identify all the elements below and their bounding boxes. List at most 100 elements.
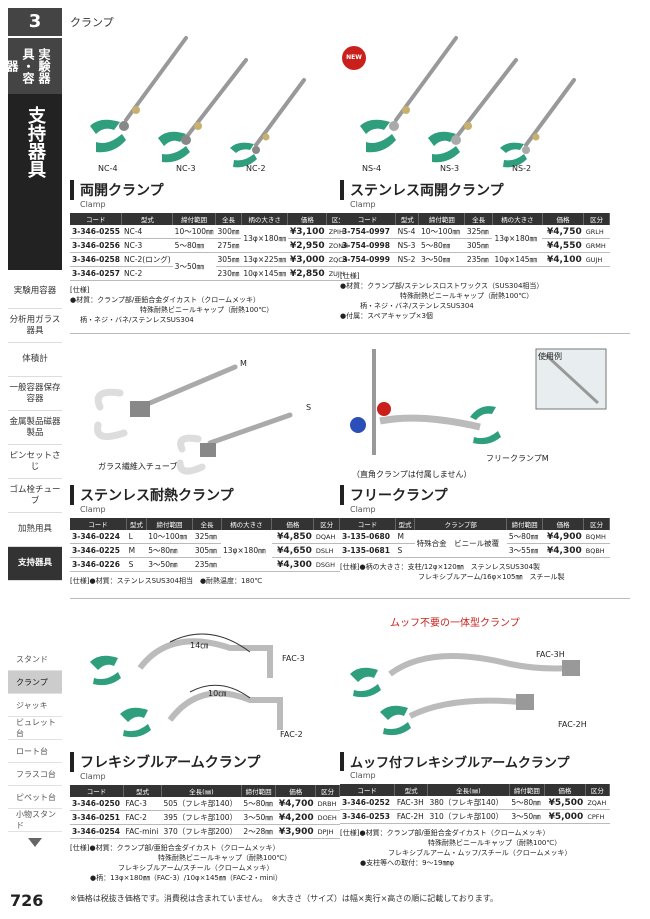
image-label-nc3: NC-3 [176, 164, 196, 173]
cell-model: NS-2 [395, 252, 419, 267]
cell-class: ZUJH [326, 266, 351, 281]
image-label-tube: ガラス繊維入チューブ [98, 462, 178, 471]
section-ryokai-clamp: NC-4 NC-3 NC-2 両開クランプ Clamp コード 型式 締付範囲 … [70, 30, 351, 325]
sidebar-item[interactable]: 加熱用具 [8, 513, 62, 547]
spec-line: フレキシブルアーム/16φ×105㎜ スチール製 [418, 573, 565, 581]
cell-length: 305㎜ [192, 543, 221, 558]
section-heat-clamp: M S ガラス繊維入チューブ ステンレス耐熱クランプ Clamp コード 型式 … [70, 345, 340, 586]
cell-length: 235㎜ [192, 557, 221, 572]
spec-line: [仕様]●柄の大きさ：支柱/12φ×120㎜ ステンレスSUS304製 [340, 563, 541, 571]
section-muff-flex-clamp: ムッフ不要の一体型クランプ FAC-3H FAC-2H ムッフ付フレキシブルアー… [340, 612, 611, 868]
subcategory-item[interactable]: ジャッキ [8, 694, 62, 717]
col-range: 締付範囲 [506, 518, 543, 530]
subcategory-item[interactable]: 小物スタンド [8, 809, 62, 832]
cell-class: DRBH [315, 797, 340, 811]
chevron-down-icon[interactable] [28, 838, 42, 847]
spec-line: [仕様] [70, 286, 90, 294]
sidebar-item[interactable]: 分析用ガラス器具 [8, 309, 62, 343]
col-model: 型式 [126, 518, 147, 530]
cell-price: ¥2,950 [289, 240, 325, 251]
cell-code: 3-346-0250 [70, 797, 124, 811]
section-title: ステンレス耐熱クランプ [80, 488, 234, 504]
section-heading: ステンレス両開クランプ [340, 180, 610, 200]
cell-price: ¥5,500 [548, 797, 584, 808]
image-label-fac3: FAC-3 [282, 654, 305, 663]
cell-class: BQMH [583, 530, 610, 544]
col-length: 全長 [464, 213, 493, 225]
cell-model: L [126, 530, 147, 544]
cell-range: 10～100㎜ [418, 225, 465, 239]
footnote: ※価格は税抜き価格です。消費税は含まれていません。 ※大きさ（サイズ）は幅×奥行… [70, 894, 499, 903]
col-code: コード [70, 213, 123, 225]
section-heading: 両開クランプ [70, 180, 351, 200]
product-image-fac: 14㎝ FAC-3 10㎝ FAC-2 [70, 612, 340, 750]
subcategory-item[interactable]: フラスコ台 [8, 763, 62, 786]
sidebar-item[interactable]: 支持器具 [8, 547, 62, 581]
section-subtitle: Clamp [80, 772, 106, 781]
cell-range: 10～100㎜ [172, 225, 216, 239]
sidebar-item[interactable]: ピンセットさじ [8, 445, 62, 479]
cell-class: DOEH [315, 810, 340, 825]
col-code: コード [70, 518, 128, 530]
sidebar-item[interactable]: 一般容器保存容器 [8, 377, 62, 411]
col-model: 型式 [395, 518, 416, 530]
image-label-nc4: NC-4 [98, 164, 118, 173]
cell-handle: 10φ×145㎜ [492, 252, 543, 267]
image-label-note: （直角クランプは付属しません） [352, 470, 472, 479]
sidebar-item[interactable]: 金属製品磁器製品 [8, 411, 62, 445]
col-price: 価格 [287, 213, 328, 225]
cell-handle: 13φ×180㎜ [241, 225, 288, 253]
cell-length: 300㎜ [215, 225, 242, 239]
spec-notes: [仕様]●材質：クランプ部/亜鉛合金ダイカスト（クロームメッキ） 特殊耐熱ビニー… [70, 843, 340, 883]
cell-model: M [126, 543, 147, 558]
image-label-m: M [240, 359, 247, 368]
subcategory-item[interactable]: ピペット台 [8, 786, 62, 809]
cell-code: 3-754-0999 [340, 252, 396, 267]
cell-code: 3-346-0254 [70, 824, 124, 839]
subcategory-item[interactable]: クランプ [8, 671, 62, 694]
cell-class: DSLH [313, 543, 340, 558]
cell-model: M [395, 530, 415, 544]
sidebar-item[interactable]: 体積計 [8, 343, 62, 377]
subcategory-item[interactable]: ビュレット台 [8, 717, 62, 740]
cell-handle: 13φ×180㎜ [492, 225, 543, 253]
section-subtitle: Clamp [350, 200, 376, 209]
cell-model: FAC-3H [394, 796, 428, 810]
category-small: 実験器具・容器 [5, 38, 62, 94]
cell-model: NS-3 [395, 238, 419, 253]
subcategory-item[interactable]: ロート台 [8, 740, 62, 763]
cell-length: 305㎜ [464, 238, 493, 253]
cell-length: 305㎜ [215, 252, 242, 267]
col-price: 価格 [544, 784, 586, 796]
col-model: 型式 [394, 784, 428, 796]
section-flex-arm-clamp: 14㎝ FAC-3 10㎝ FAC-2 フレキシブルアームクランプ Clamp … [70, 612, 340, 883]
cell-price: ¥4,200 [278, 812, 314, 823]
cell-length: 395（フレキ部100） [161, 810, 242, 825]
sidebar-item[interactable]: ゴム栓チューブ [8, 479, 62, 513]
col-range: 締付範囲 [172, 213, 217, 225]
col-length: 全長 [215, 213, 242, 225]
col-handle: 柄の大きさ [241, 213, 289, 225]
spec-line: ●材質：クランプ部/亜鉛合金ダイカスト（クロームメッキ） [70, 296, 261, 304]
cell-code: 3-346-0253 [340, 809, 395, 824]
cell-price: ¥2,850 [289, 268, 325, 279]
cell-price: ¥4,100 [546, 254, 582, 265]
cell-model: NC-3 [121, 238, 173, 253]
col-range: 締付範囲 [146, 518, 194, 530]
cell-code: 3-346-0226 [70, 557, 127, 572]
subcategory-item[interactable]: スタンド [8, 648, 62, 671]
cell-length: 380（フレキ部140） [427, 796, 510, 810]
cell-class: GRMH [583, 238, 610, 253]
product-image-nc: NC-4 NC-3 NC-2 [70, 30, 340, 178]
col-range: 締付範囲 [509, 784, 545, 796]
sidebar-item[interactable]: 実験用容器 [8, 275, 62, 309]
category-big: 支持器具 [8, 94, 62, 270]
col-price: 価格 [542, 518, 585, 530]
cell-code: 3-346-0257 [70, 266, 122, 281]
cell-length: 370（フレキ部200） [161, 824, 242, 839]
cell-price: ¥4,300 [547, 545, 582, 556]
